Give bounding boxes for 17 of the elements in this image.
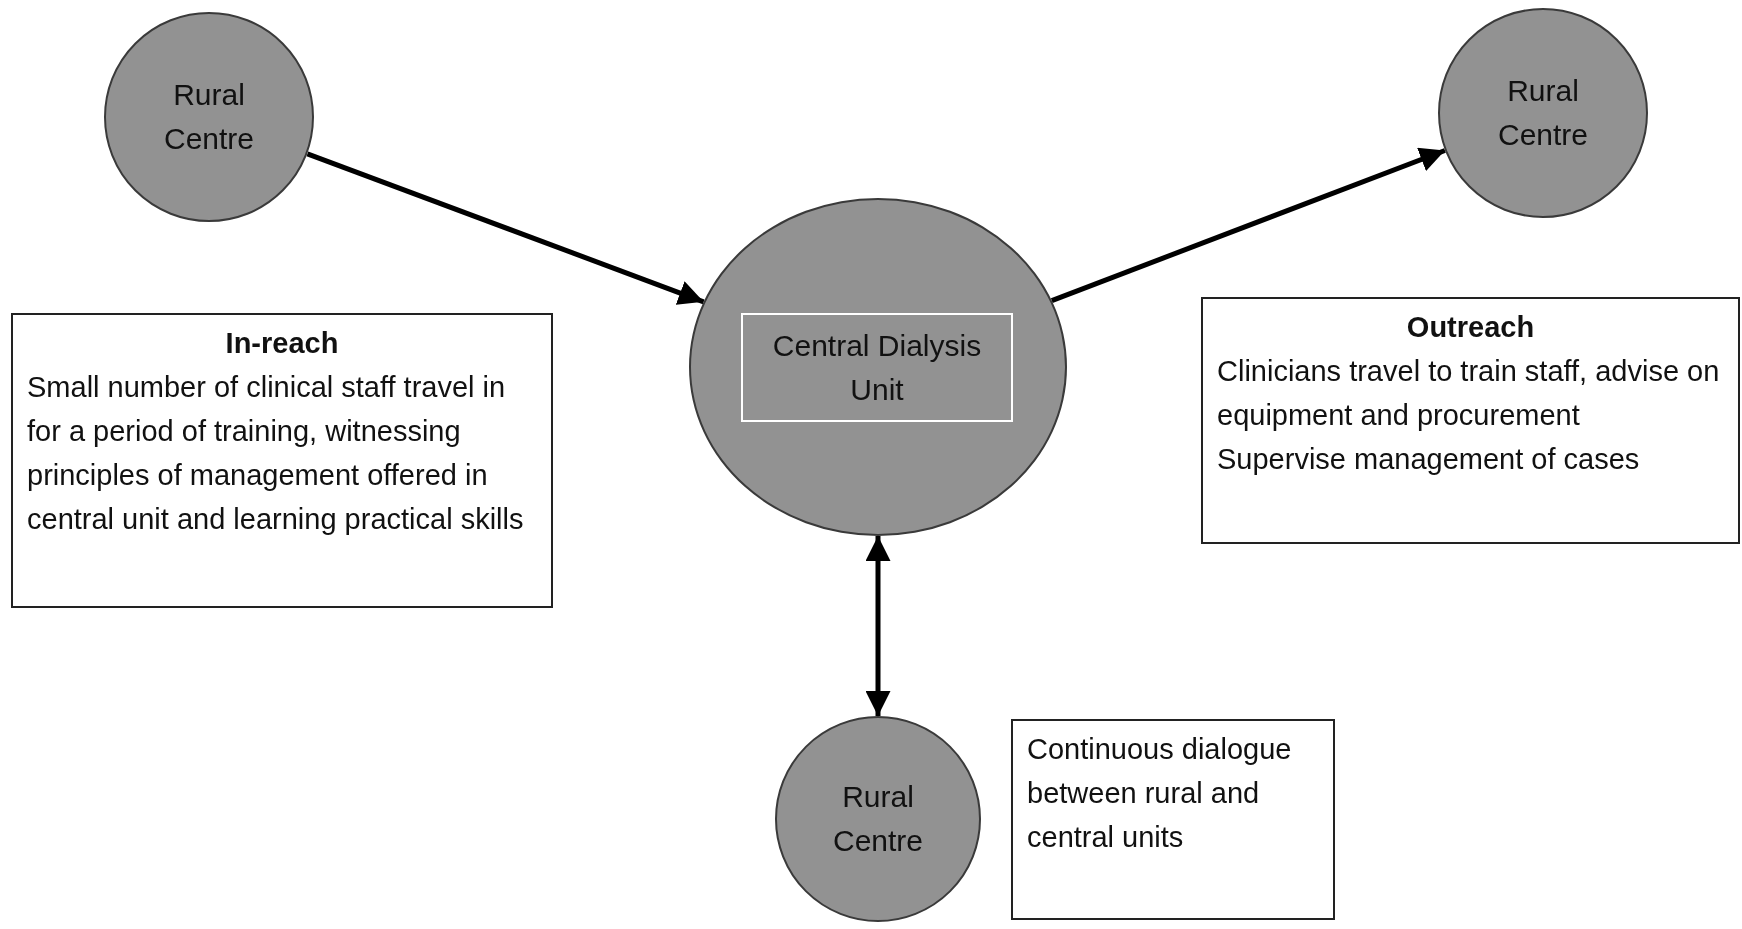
arrow xyxy=(1050,147,1446,303)
box-text: Clinicians travel to train staff, advise on equipment and procurement xyxy=(1217,354,1721,433)
label-box xyxy=(741,313,1013,422)
box-text: Continuous dialogue between rural and central units xyxy=(1027,732,1293,855)
box-text: Small number of clinical staff travel in for a period of training, witnessing principles of management offered in central unit and learning practical skills xyxy=(27,370,525,537)
arrow xyxy=(865,536,891,716)
box-text: Supervise management of cases xyxy=(1217,442,1641,477)
box-heading: Outreach xyxy=(1405,310,1536,345)
node-label: Rural Centre xyxy=(831,779,924,859)
node-label: Rural Centre xyxy=(162,77,255,157)
box-heading: In-reach xyxy=(224,326,340,361)
description-box xyxy=(1201,297,1740,544)
description-box xyxy=(1011,719,1335,920)
description-box xyxy=(11,313,553,608)
node-label: Central Dialysis Unit xyxy=(771,327,983,408)
node-label: Rural Centre xyxy=(1496,73,1589,153)
arrow xyxy=(306,151,705,305)
